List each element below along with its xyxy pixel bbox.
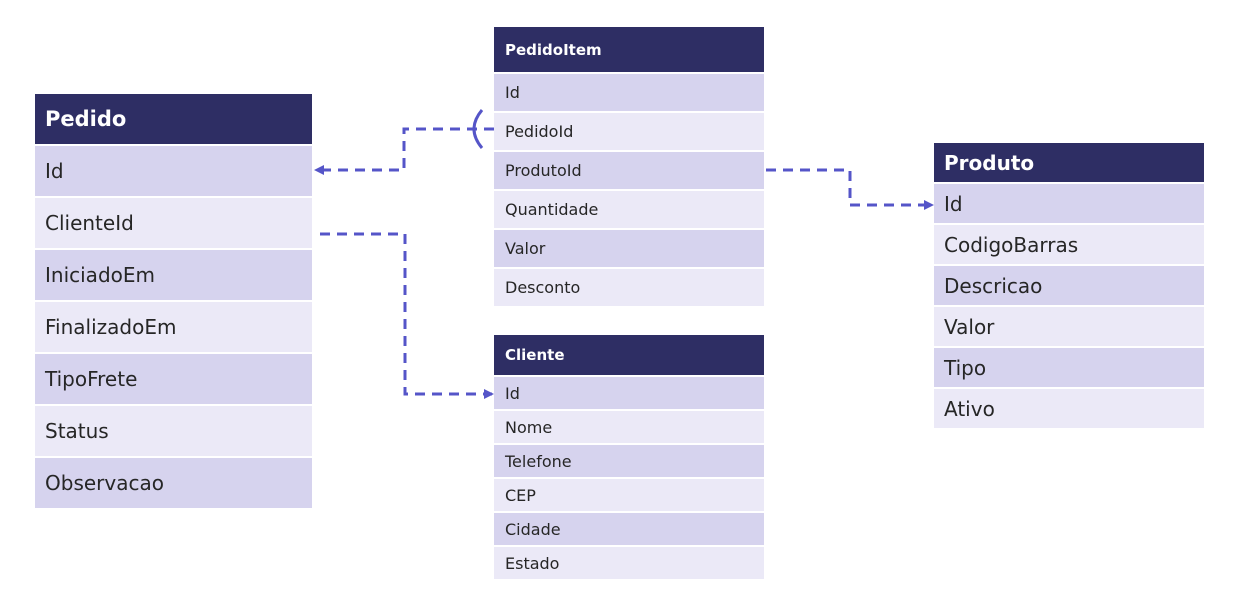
field-row: Valor <box>934 305 1204 346</box>
field-row: CodigoBarras <box>934 223 1204 264</box>
field-row: Descricao <box>934 264 1204 305</box>
connector-pedidoitem-to-pedido <box>314 127 494 175</box>
field-row: PedidoId <box>494 111 764 150</box>
entity-pedidoitem: PedidoItem Id PedidoId ProdutoId Quantid… <box>494 27 764 306</box>
field-row: Desconto <box>494 267 764 306</box>
field-row: Cidade <box>494 511 764 545</box>
field-row: Nome <box>494 409 764 443</box>
field-row: Observacao <box>35 456 312 508</box>
field-row: Id <box>494 375 764 409</box>
field-row: TipoFrete <box>35 352 312 404</box>
entity-title: Cliente <box>494 335 764 375</box>
field-row: Id <box>35 144 312 196</box>
connector-pedido-to-cliente <box>320 232 494 399</box>
connector-pedidoitem-to-produto <box>766 168 934 210</box>
field-row: ProdutoId <box>494 150 764 189</box>
field-row: Id <box>934 182 1204 223</box>
entity-produto: Produto Id CodigoBarras Descricao Valor … <box>934 143 1204 428</box>
field-row: Status <box>35 404 312 456</box>
field-row: ClienteId <box>35 196 312 248</box>
field-row: Tipo <box>934 346 1204 387</box>
entity-pedido: Pedido Id ClienteId IniciadoEm Finalizad… <box>35 94 312 508</box>
entity-title: Pedido <box>35 94 312 144</box>
field-row: CEP <box>494 477 764 511</box>
field-row: Telefone <box>494 443 764 477</box>
entity-title: PedidoItem <box>494 27 764 72</box>
field-row: Estado <box>494 545 764 579</box>
field-row: Ativo <box>934 387 1204 428</box>
field-row: IniciadoEm <box>35 248 312 300</box>
entity-title: Produto <box>934 143 1204 182</box>
field-row: Quantidade <box>494 189 764 228</box>
field-row: FinalizadoEm <box>35 300 312 352</box>
field-row: Valor <box>494 228 764 267</box>
entity-cliente: Cliente Id Nome Telefone CEP Cidade Esta… <box>494 335 764 579</box>
crowfoot-pedidoid-icon <box>472 109 484 149</box>
field-row: Id <box>494 72 764 111</box>
